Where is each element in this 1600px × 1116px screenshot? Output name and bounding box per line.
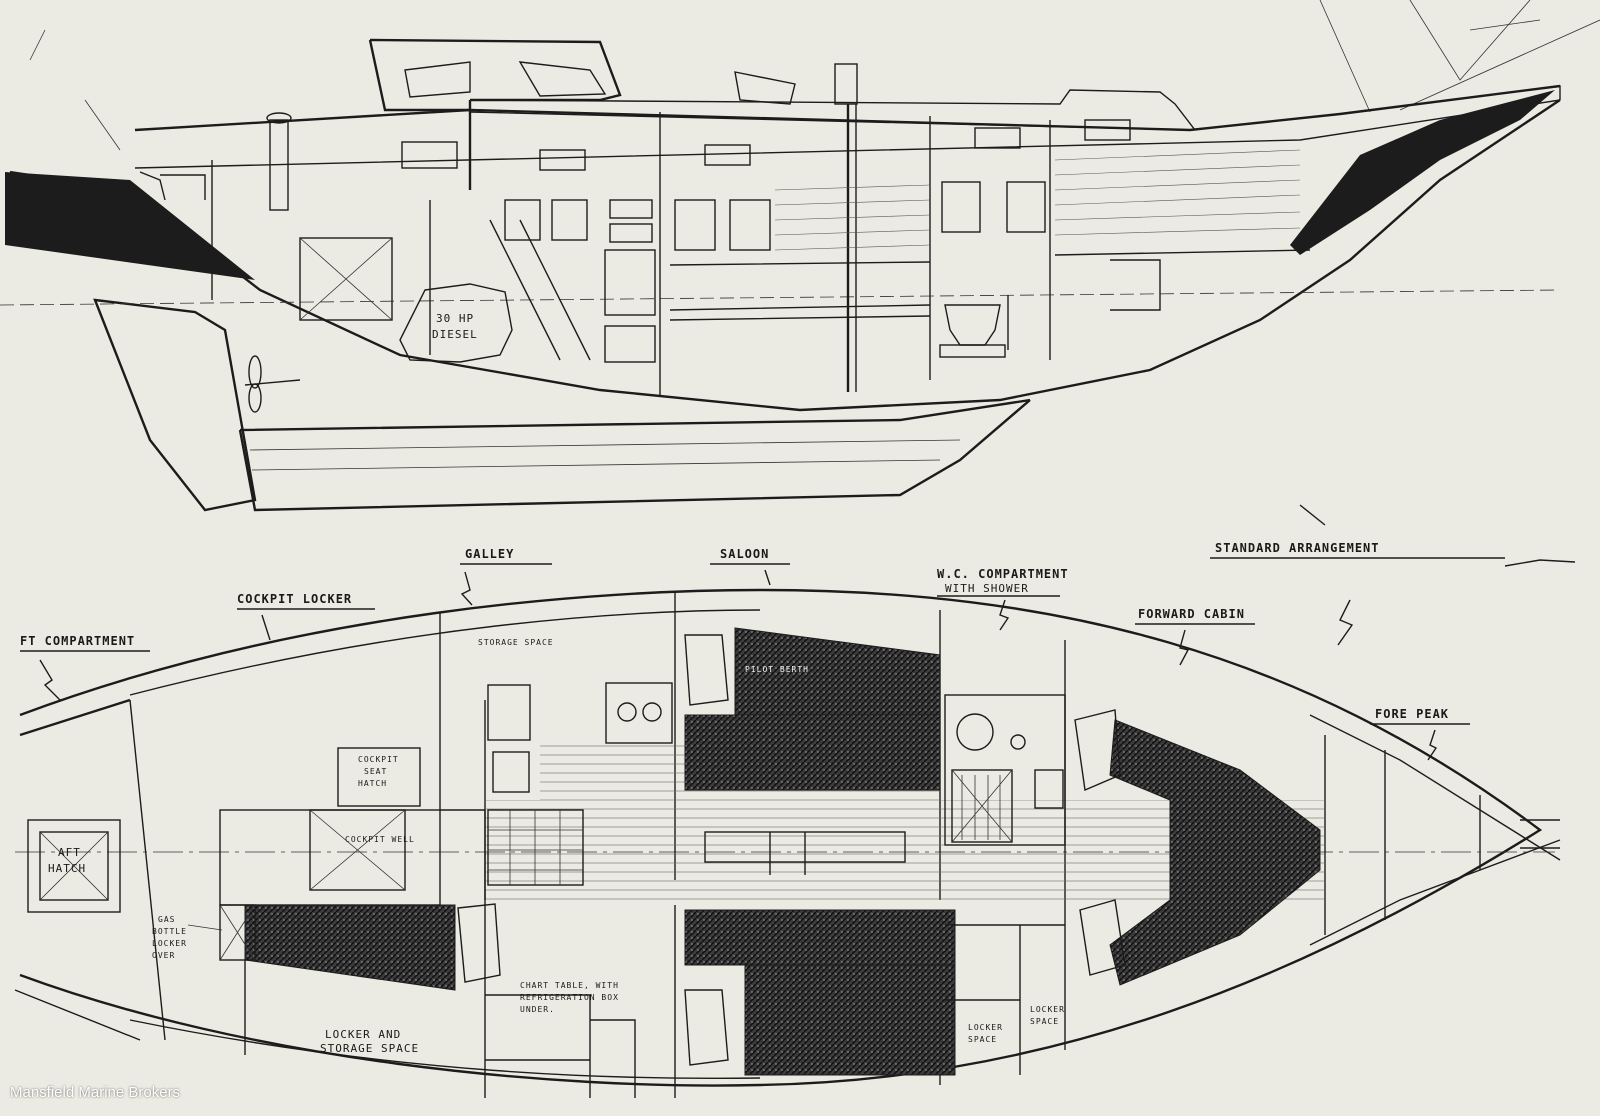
note-cockpit-seat-2: SEAT (364, 767, 387, 776)
note-gas-2: BOTTLE (152, 927, 187, 936)
note-gas-3: LOCKER (152, 939, 187, 948)
note-chart-table-3: UNDER. (520, 1005, 555, 1014)
label-fore-peak: FORE PEAK (1375, 707, 1449, 721)
engine-label-hp: 30 HP (436, 312, 474, 325)
note-pilot-berth: PILOT BERTH (745, 665, 809, 674)
note-chart-table-2: REFRIGERATION BOX (520, 993, 619, 1002)
plan-labels: STANDARD ARRANGEMENT FT COMPARTMENT COCK… (20, 504, 1576, 1055)
label-saloon: SALOON (720, 547, 769, 561)
note-aft-hatch-2: HATCH (48, 862, 86, 875)
note-chart-table-1: CHART TABLE, WITH (520, 981, 619, 990)
plan-view (14, 588, 1561, 1098)
note-locker-space2-2: SPACE (1030, 1017, 1059, 1026)
note-locker-space2-1: LOCKER (1030, 1005, 1065, 1014)
note-gas-4: OVER (152, 951, 175, 960)
label-wc-compartment: W.C. COMPARTMENT (937, 567, 1069, 581)
label-cockpit-locker: COCKPIT LOCKER (237, 592, 352, 606)
broker-watermark: Mansfield Marine Brokers (10, 1084, 181, 1101)
label-aft-compartment: FT COMPARTMENT (20, 634, 135, 648)
note-cockpit-well: COCKPIT WELL (345, 835, 415, 844)
note-locker-storage-1: LOCKER AND (325, 1028, 401, 1041)
standard-arrangement-title: STANDARD ARRANGEMENT (1215, 541, 1380, 555)
note-aft-hatch-1: AFT (58, 846, 81, 859)
note-cockpit-seat-1: COCKPIT (358, 755, 399, 764)
note-gas-1: GAS (158, 915, 175, 924)
note-cockpit-seat-3: HATCH (358, 779, 387, 788)
profile-view: 30 HP DIESEL (0, 0, 1600, 512)
note-locker-space-1: LOCKER (968, 1023, 1003, 1032)
note-locker-storage-2: STORAGE SPACE (320, 1042, 419, 1055)
engine-label-diesel: DIESEL (432, 328, 478, 341)
note-locker-space-2: SPACE (968, 1035, 997, 1044)
note-storage-space: STORAGE SPACE (478, 638, 554, 647)
label-forward-cabin: FORWARD CABIN (1138, 607, 1245, 621)
label-galley: GALLEY (465, 547, 514, 561)
label-wc-shower: WITH SHOWER (945, 582, 1029, 595)
